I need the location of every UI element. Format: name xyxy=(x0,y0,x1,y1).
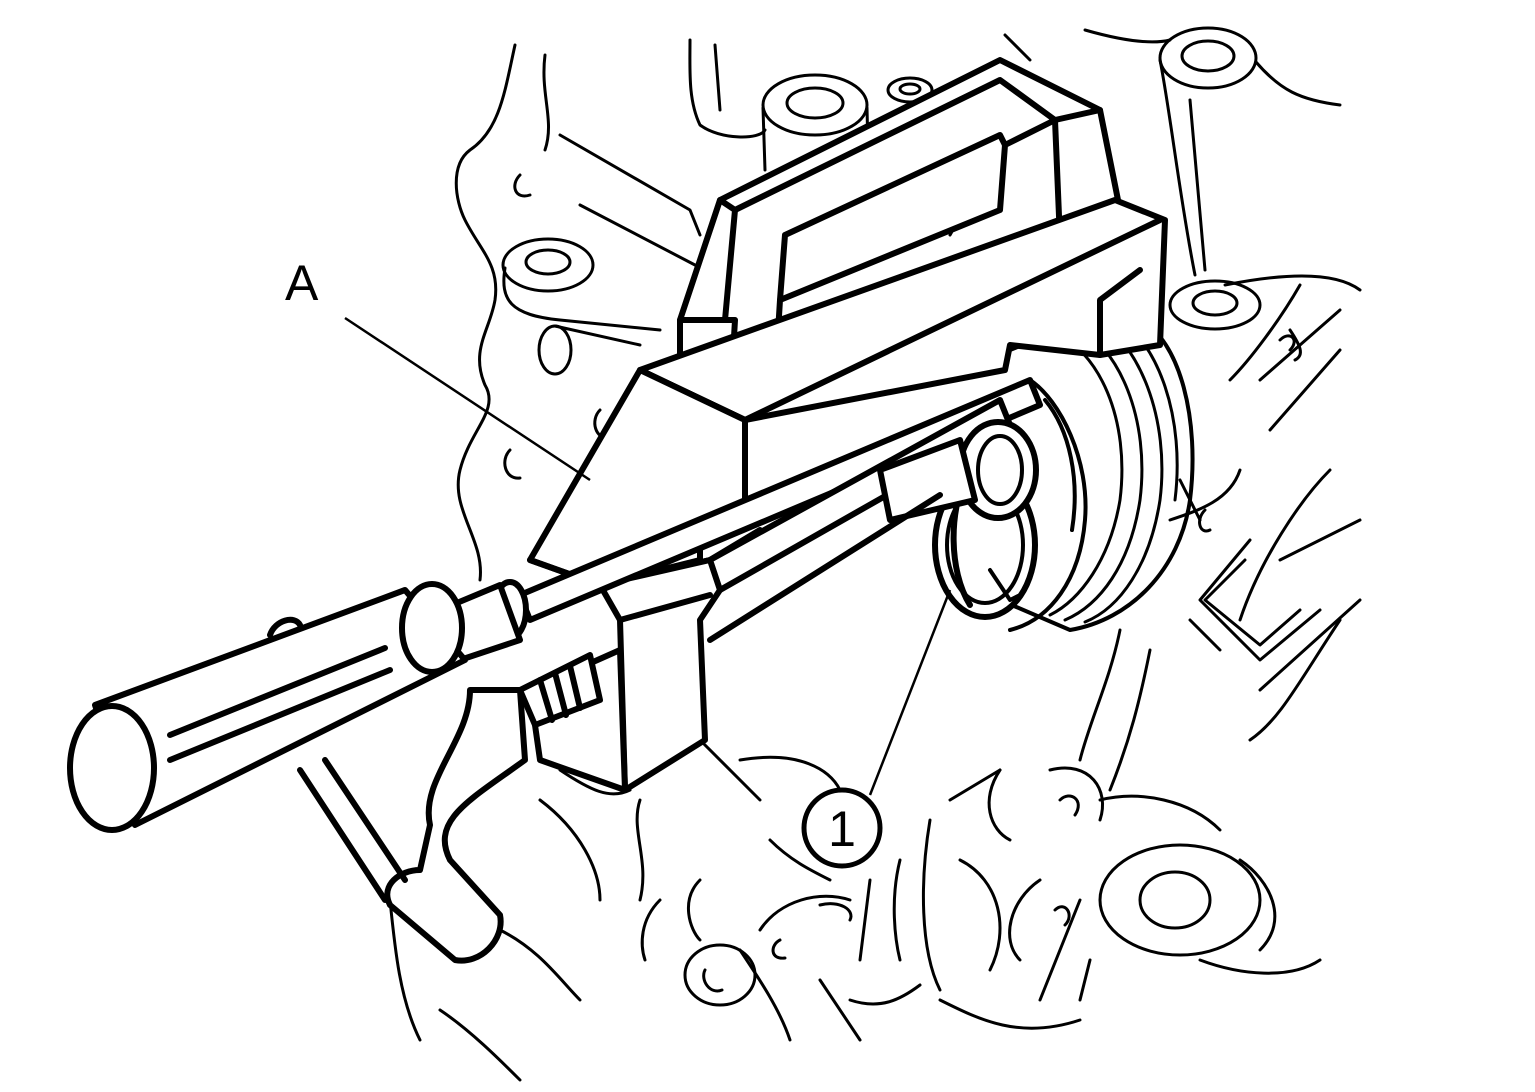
callout-label-1: 1 xyxy=(828,801,856,857)
callout-a: A xyxy=(285,255,591,482)
crank-lever xyxy=(297,687,528,964)
callout-a-leader xyxy=(344,316,591,482)
seal-puller-tool xyxy=(67,57,1168,964)
callout-1: 1 xyxy=(801,589,952,869)
threaded-bolt xyxy=(517,652,603,728)
engine-housing xyxy=(388,26,1362,1082)
callout-label-a: A xyxy=(285,255,319,311)
slide-hammer-handle xyxy=(67,581,468,833)
callout-1-circle xyxy=(801,787,883,869)
callout-1-leader xyxy=(868,589,952,796)
